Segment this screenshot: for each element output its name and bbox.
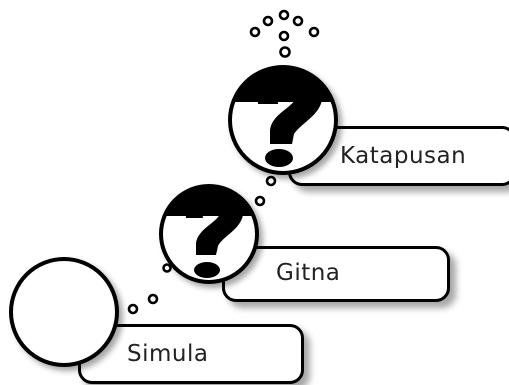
step-label-katapusan: Katapusan [340, 143, 467, 169]
thought-bubbles-top [249, 9, 320, 58]
question-mark-icon [161, 186, 257, 278]
step-box-simula [78, 324, 304, 384]
thought-bubbles-upper [254, 175, 277, 207]
step-label-gitna: Gitna [276, 260, 341, 286]
blank-circle-icon [9, 257, 119, 367]
step-label-simula: Simula [127, 341, 209, 367]
thought-bubbles-lower [127, 263, 172, 315]
